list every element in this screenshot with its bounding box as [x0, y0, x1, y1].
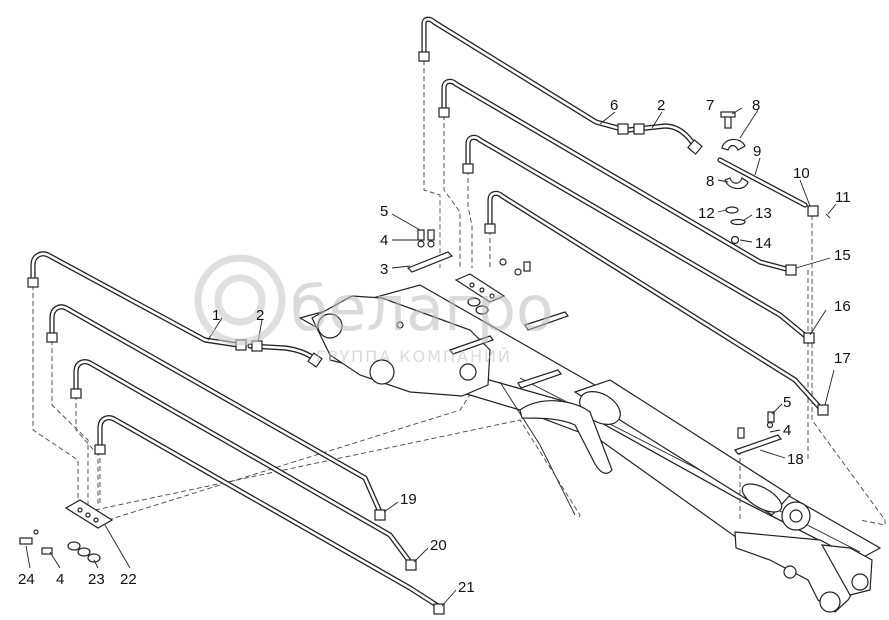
washer-23a [67, 541, 81, 551]
callout-1: 1 [212, 307, 220, 324]
callout-5-center: 5 [380, 203, 388, 220]
callout-8-lower: 8 [706, 173, 714, 190]
pipe-21 [97, 415, 441, 609]
bolt-7 [724, 115, 732, 129]
clamp-8-upper [721, 138, 746, 151]
callout-19: 19 [400, 491, 417, 508]
bolt-24 [19, 537, 33, 545]
callout-12: 12 [698, 205, 715, 222]
callout-21: 21 [458, 579, 475, 596]
callout-11: 11 [835, 189, 851, 206]
callout-24: 24 [18, 571, 35, 588]
upper-pipe-group [418, 16, 829, 416]
washer-23c [87, 553, 101, 563]
callout-labels: 1 2 3 4 5 6 2 7 8 9 8 10 11 12 13 14 15 … [18, 97, 851, 596]
callout-6: 6 [610, 97, 618, 114]
washer-23b [77, 547, 91, 557]
clamp-plates [406, 229, 782, 455]
callout-4-bottom: 4 [56, 571, 64, 588]
callout-14: 14 [755, 235, 772, 252]
clamp-assembly [717, 111, 831, 245]
callout-22: 22 [120, 571, 137, 588]
leader-lines [25, 107, 837, 607]
watermark-brand: белагро [290, 272, 554, 345]
callout-23: 23 [88, 571, 105, 588]
callout-9: 9 [753, 143, 761, 160]
clamp-8-lower [724, 177, 749, 190]
fitting-10 [807, 205, 819, 217]
callout-18: 18 [787, 451, 804, 468]
callout-15: 15 [834, 247, 851, 264]
pipe-20 [73, 359, 413, 565]
callout-8-upper: 8 [752, 97, 760, 114]
callout-7: 7 [706, 97, 714, 114]
callout-3: 3 [380, 261, 388, 278]
watermark: белагро ГРУППА КОМПАНИЙ [194, 254, 554, 366]
bottom-clamp-parts [19, 499, 114, 563]
callout-4-center: 4 [380, 232, 388, 249]
callout-20: 20 [430, 537, 447, 554]
callout-10: 10 [793, 165, 810, 182]
callout-5-right: 5 [783, 394, 791, 411]
callout-2-lower: 2 [256, 307, 264, 324]
loader-boom [298, 284, 882, 613]
callout-13: 13 [755, 205, 772, 222]
callout-2-upper: 2 [657, 97, 665, 114]
callout-4-right: 4 [783, 422, 791, 439]
watermark-tagline: ГРУППА КОМПАНИЙ [316, 347, 512, 366]
callout-17: 17 [834, 350, 851, 367]
callout-16: 16 [834, 298, 851, 315]
